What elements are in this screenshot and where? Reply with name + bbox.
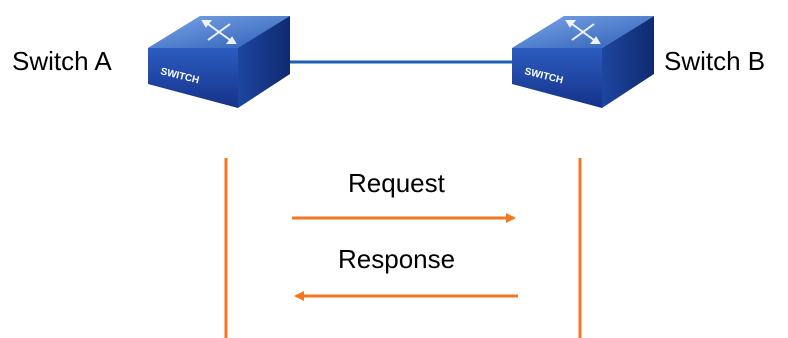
network-switch-icon <box>201 20 237 44</box>
response-label: Response <box>338 244 456 274</box>
request-label: Request <box>348 168 445 198</box>
switch-a-device: SWITCH <box>148 16 290 108</box>
switch-b-label: Switch B <box>664 46 766 76</box>
switch-a-label: Switch A <box>12 46 112 76</box>
network-switch-icon <box>565 20 601 44</box>
switch-b-device: SWITCH <box>512 16 654 108</box>
